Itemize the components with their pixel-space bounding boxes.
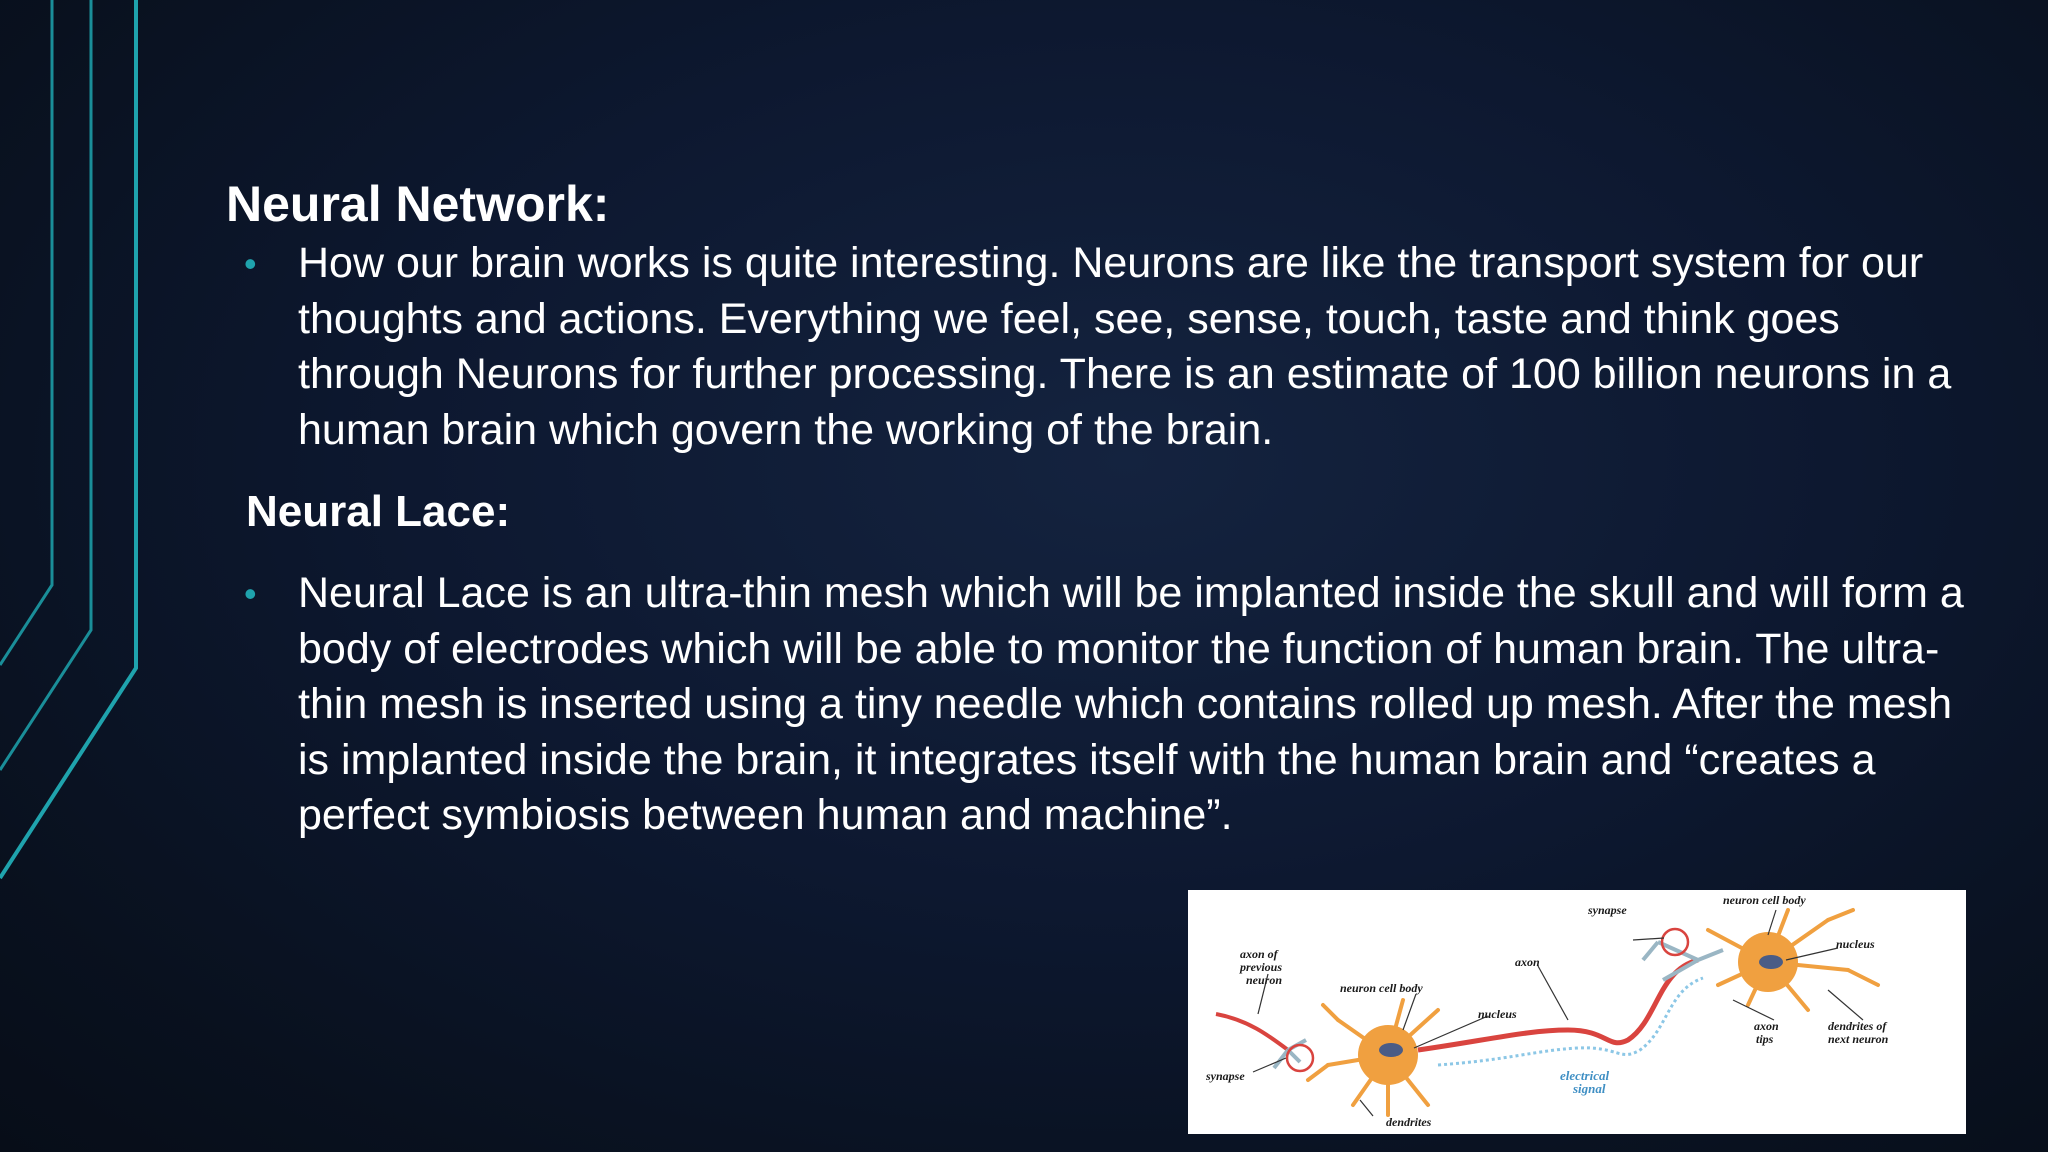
label-electrical-1: electrical [1560,1068,1609,1083]
label-neuron-cell-body-1: neuron cell body [1340,981,1423,995]
deco-line-1 [0,0,54,666]
bullet-neural-lace: • Neural Lace is an ultra-thin mesh whic… [226,566,1986,844]
label-nucleus-1: nucleus [1478,1007,1517,1021]
bullet-text-neural-lace: Neural Lace is an ultra-thin mesh which … [298,569,1964,839]
neuron-2-nucleus [1759,955,1783,969]
label-dendrites: dendrites [1386,1115,1432,1129]
label-electrical-2: signal [1572,1081,1606,1096]
bullet-neural-network: • How our brain works is quite interesti… [226,236,1986,458]
label-synapse-2: synapse [1587,903,1627,917]
label-dendrites-next-2: next neuron [1828,1032,1889,1046]
decorative-lines [0,0,138,880]
label-neuron-cell-body-2: neuron cell body [1723,893,1806,907]
electrical-signal [1437,976,1704,1067]
label-axon-previous-2: previous [1239,960,1282,974]
axon-main [1417,957,1699,1053]
neuron-1-nucleus [1379,1043,1403,1057]
deco-line-2 [0,0,93,771]
neuron-diagram-svg: axon of previous neuron neuron cell body… [1205,893,1889,1129]
slide-content: Neural Network: • How our brain works is… [226,172,1986,844]
axon-tips [1641,940,1724,982]
heading-neural-lace: Neural Lace: [246,487,511,536]
synapse-circle-1 [1285,1043,1315,1073]
neuron-diagram: axon of previous neuron neuron cell body… [1188,890,1966,1134]
label-synapse-1: synapse [1205,1069,1245,1083]
bullet-dot: • [244,573,257,614]
deco-line-3 [0,0,138,880]
heading-neural-network: Neural Network: [226,176,610,232]
label-axon-tips-2: tips [1756,1032,1774,1046]
label-axon-tips-1: axon [1754,1019,1779,1033]
bullet-dot: • [244,243,257,284]
bullet-text-neural-network: How our brain works is quite interesting… [298,239,1952,454]
label-axon: axon [1515,955,1540,969]
label-nucleus-2: nucleus [1836,937,1875,951]
label-axon-previous-1: axon of [1240,947,1279,961]
pointer-lines [1252,909,1864,1117]
prev-axon [1215,1012,1290,1052]
synapse-circle-2 [1660,927,1690,957]
label-dendrites-next-1: dendrites of [1828,1019,1887,1033]
label-axon-previous-3: neuron [1246,973,1282,987]
